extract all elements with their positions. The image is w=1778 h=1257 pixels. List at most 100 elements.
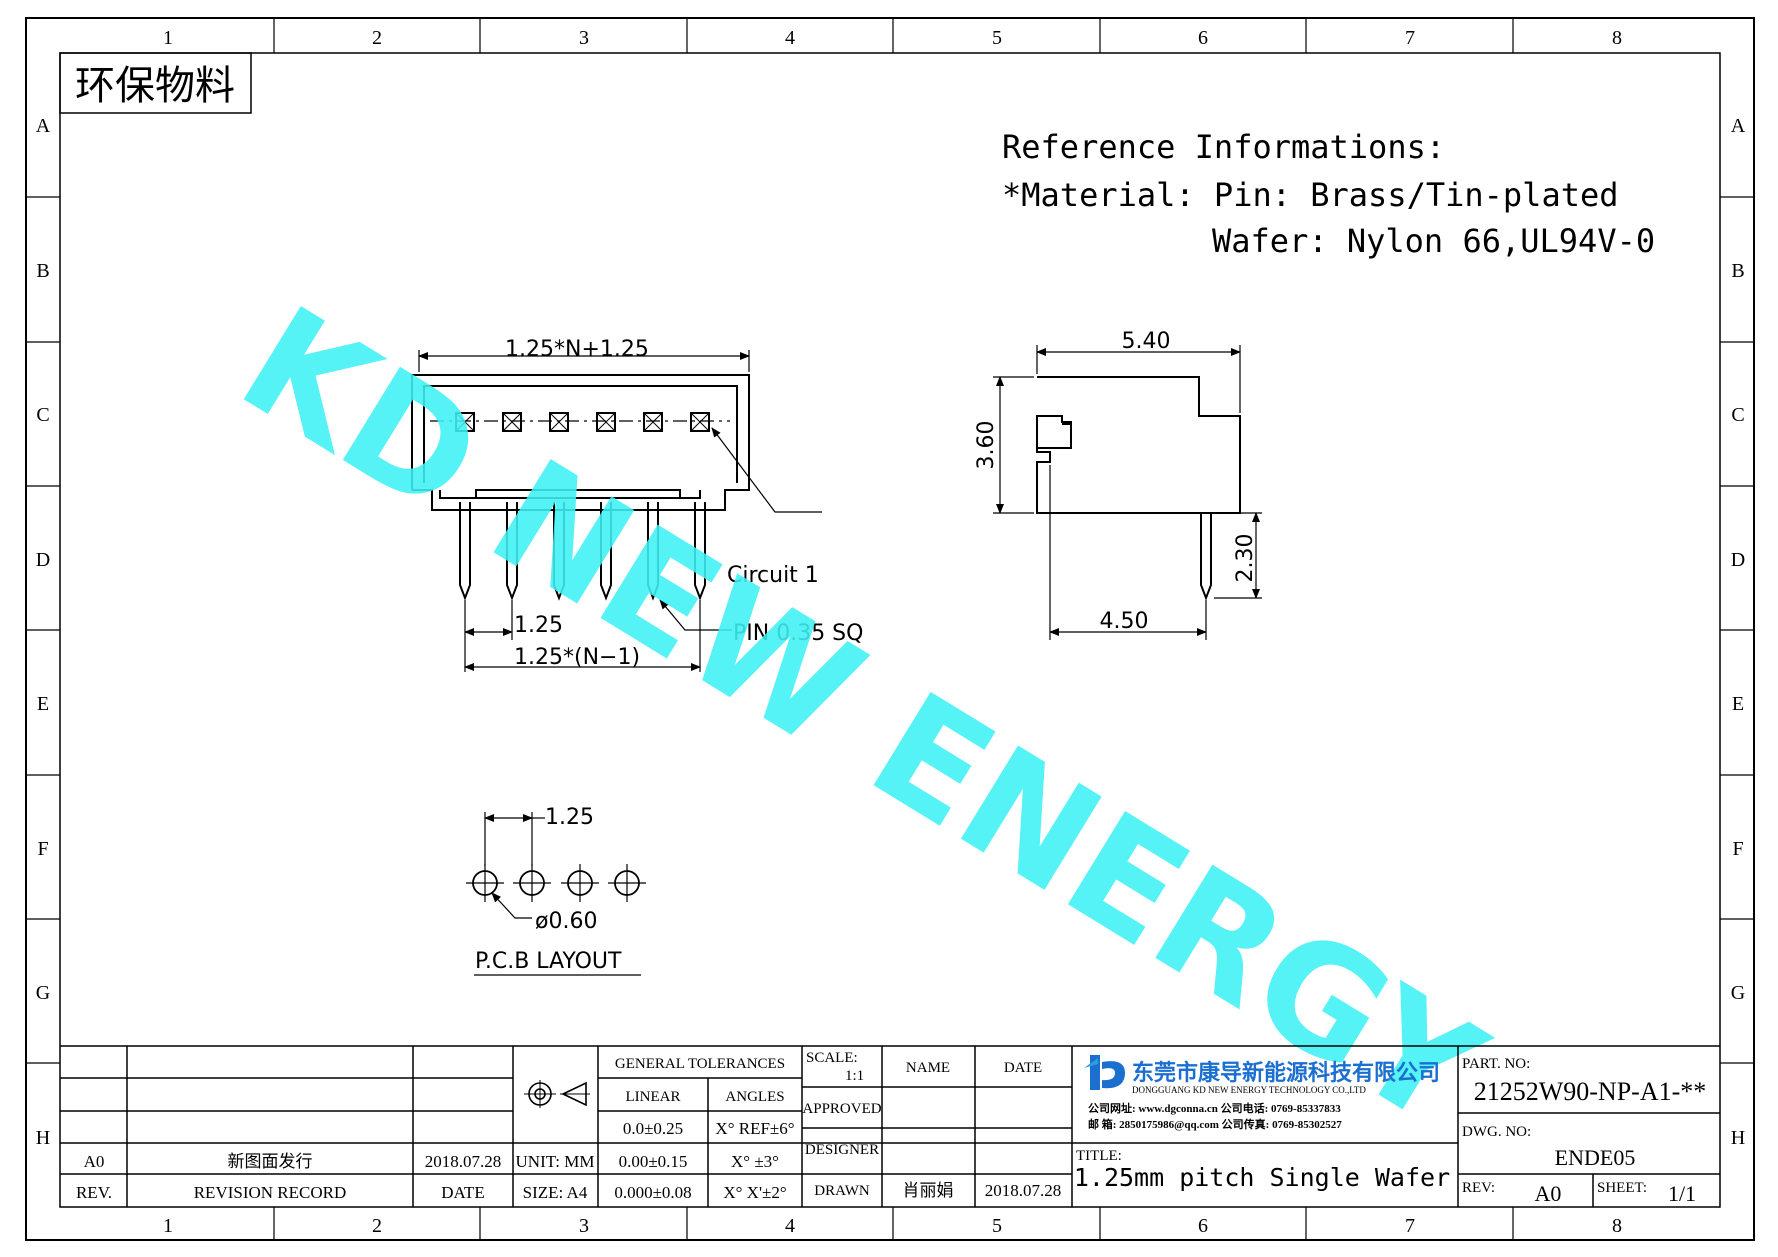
col-label: 7 [1405, 1215, 1415, 1237]
company-name-en: DONGGUANG KD NEW ENERGY TECHNOLOGY CO.,L… [1132, 1085, 1366, 1095]
row-label: A [1731, 115, 1746, 137]
drawn-label: DRAWN [814, 1183, 870, 1199]
front-view [411, 374, 750, 511]
row-label: E [1732, 693, 1744, 715]
eco-badge: 环保物料 [75, 63, 235, 108]
col-label: 6 [1198, 1215, 1208, 1237]
outer-frame [25, 17, 1755, 1241]
row-label: C [36, 404, 49, 426]
row-label: D [36, 549, 50, 571]
size-label: SIZE: A4 [523, 1183, 588, 1202]
row-label: F [1732, 838, 1743, 860]
col-label: 4 [785, 1215, 795, 1237]
drawn-date: 2018.07.28 [985, 1181, 1062, 1200]
name-header: NAME [906, 1060, 950, 1076]
col-label: 2 [372, 27, 382, 49]
pin-spec-label: PIN 0.35 SQ [733, 621, 863, 646]
angles-header: ANGLES [725, 1089, 784, 1105]
col-label: 3 [579, 1215, 589, 1237]
reference-title: Reference Informations: [1002, 128, 1445, 166]
company-contact-1: 公司网址: www.dgconna.cn 公司电话: 0769-85337833 [1088, 1101, 1341, 1115]
linear-header: LINEAR [626, 1089, 681, 1105]
front-pins [459, 502, 706, 601]
row-label: G [1731, 982, 1745, 1004]
pcb-layout-label: P.C.B LAYOUT [475, 949, 622, 974]
revision-record-entry: 新图面发行 [228, 1152, 313, 1171]
scale-label: SCALE: [806, 1050, 858, 1066]
reference-material: *Material: Pin: Brass/Tin-plated [1002, 176, 1619, 214]
col-label: 3 [579, 27, 589, 49]
eco-badge-box [59, 52, 252, 114]
sheet-label: SHEET: [1597, 1180, 1647, 1196]
rev-value: A0 [1535, 1181, 1562, 1206]
side-dim-pin-offset: 4.50 [1100, 609, 1149, 634]
row-label: E [37, 693, 49, 715]
col-label: 5 [992, 1215, 1002, 1237]
revision-record-header: REVISION RECORD [194, 1183, 347, 1202]
part-number: 21252W90-NP-A1-** [1474, 1077, 1707, 1106]
front-pin-squares [455, 412, 710, 432]
tol-linear: 0.0±0.25 [623, 1119, 683, 1138]
col-label: 2 [372, 1215, 382, 1237]
row-label: B [36, 260, 49, 282]
row-label: A [36, 115, 51, 137]
tol-linear: 0.00±0.15 [619, 1152, 688, 1171]
company-contact-2: 邮 箱: 2850175986@qq.com 公司传真: 0769-853025… [1088, 1117, 1342, 1131]
approved-label: APPROVED [802, 1101, 881, 1117]
col-label: 6 [1198, 27, 1208, 49]
row-label: H [1731, 1127, 1745, 1149]
projection-symbol-icon [524, 1080, 590, 1108]
pcb-pitch: 1.25 [545, 805, 594, 830]
side-dim-width: 5.40 [1122, 329, 1171, 354]
designer-label: DESIGNER [805, 1142, 879, 1158]
tolerance-title: GENERAL TOLERANCES [615, 1056, 785, 1072]
pcb-layout [466, 812, 646, 976]
revision-date: 2018.07.28 [425, 1152, 502, 1171]
title-block [60, 1045, 1720, 1207]
side-dim-pin-length: 2.30 [1233, 534, 1258, 583]
front-dim-pins: 1.25*(N−1) [514, 645, 640, 670]
col-label: 8 [1612, 1215, 1622, 1237]
drawing-number: ENDE05 [1555, 1145, 1636, 1170]
side-dim-height: 3.60 [974, 421, 999, 470]
row-label: B [1731, 260, 1744, 282]
side-view [1036, 376, 1241, 601]
tol-angle: X° REF±6° [715, 1119, 794, 1138]
front-dim-pitch: 1.25 [514, 613, 563, 638]
row-label: G [36, 982, 50, 1004]
watermark: KD NEW ENERGY [213, 274, 1511, 1162]
front-dim-total: 1.25*N+1.25 [505, 337, 649, 362]
pcb-hole: ø0.60 [535, 909, 597, 934]
col-label: 8 [1612, 27, 1622, 49]
sheet-value: 1/1 [1668, 1181, 1696, 1206]
reference-wafer: Wafer: Nylon 66,UL94V-0 [1212, 222, 1655, 260]
rev-value-a0: A0 [84, 1152, 105, 1171]
col-label: 1 [163, 27, 173, 49]
unit-label: UNIT: MM [516, 1152, 595, 1171]
circuit-label: Circuit 1 [727, 563, 819, 588]
side-dimensions [993, 345, 1262, 640]
row-label: H [36, 1127, 50, 1149]
drawing-title: 1.25mm pitch Single Wafer [1074, 1163, 1450, 1192]
col-label: 4 [785, 27, 795, 49]
col-label: 5 [992, 27, 1002, 49]
date-header: DATE [441, 1183, 484, 1202]
company-logo-icon [1084, 1055, 1125, 1090]
zone-ticks [26, 18, 1754, 1240]
scale-value: 1:1 [845, 1068, 864, 1084]
drawn-name: 肖丽娟 [903, 1181, 954, 1200]
rev-label: REV: [1462, 1180, 1495, 1196]
row-label: C [1731, 404, 1744, 426]
dwg-no-label: DWG. NO: [1462, 1124, 1531, 1140]
part-no-label: PART. NO: [1462, 1056, 1530, 1072]
front-dimensions [418, 350, 822, 672]
row-label: F [37, 838, 48, 860]
rev-header: REV. [76, 1183, 112, 1202]
company-name-cn: 东莞市康导新能源科技有限公司 [1132, 1060, 1440, 1085]
date-header-2: DATE [1004, 1060, 1042, 1076]
tol-angle: X° ±3° [731, 1152, 779, 1171]
tol-angle: X° X'±2° [723, 1183, 786, 1202]
tol-linear: 0.000±0.08 [614, 1183, 691, 1202]
col-label: 7 [1405, 27, 1415, 49]
